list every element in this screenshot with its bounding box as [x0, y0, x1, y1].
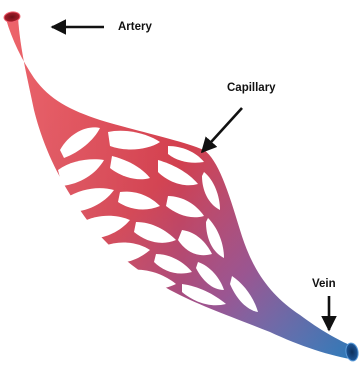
arrow-down-left-icon — [202, 108, 242, 152]
capillary-label: Capillary — [227, 82, 276, 94]
artery-tube — [6, 17, 356, 360]
artery-label: Artery — [118, 21, 152, 33]
vein-label: Vein — [312, 278, 336, 290]
